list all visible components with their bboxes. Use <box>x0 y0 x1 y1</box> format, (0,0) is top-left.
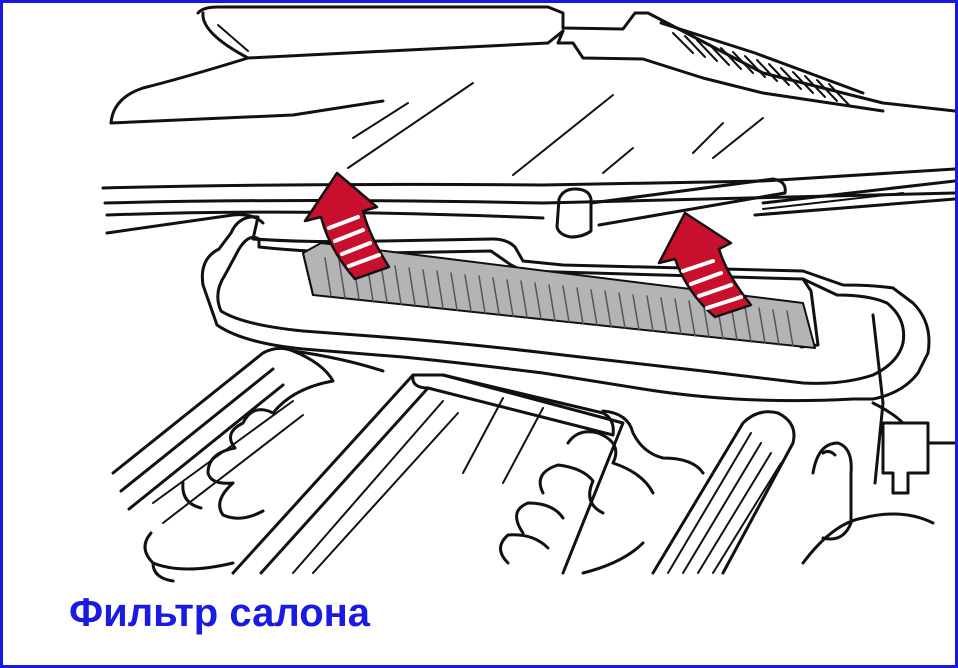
engine-right-components <box>801 401 955 565</box>
lift-arrow-left-icon <box>303 171 391 281</box>
wiper-arm <box>555 177 955 239</box>
engine-bay-illustration <box>101 5 955 583</box>
lift-arrow-right-icon <box>657 211 753 319</box>
windshield <box>109 5 955 176</box>
engine-fuel-rail <box>651 410 796 575</box>
engine-intake-left <box>111 346 385 583</box>
engine-intake-right <box>499 409 705 575</box>
cabin-filter <box>302 242 816 349</box>
engine-plenum <box>231 373 625 575</box>
diagram-caption: Фильтр салона <box>69 591 371 635</box>
